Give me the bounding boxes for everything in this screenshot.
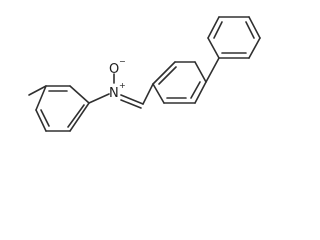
tolyl-ring	[35, 85, 90, 132]
structure-svg: O − N +	[28, 16, 261, 132]
molecule-diagram: O − N +	[28, 16, 261, 132]
nitrogen-charge: +	[119, 81, 126, 90]
methine-ring-bond	[142, 83, 154, 105]
imine-double-bond	[120, 94, 144, 109]
biaryl-bond	[205, 57, 220, 83]
methyl-bond	[28, 85, 47, 96]
nitrogen-atom-label: N	[109, 86, 119, 101]
phenylene-ring	[152, 61, 207, 104]
oxygen-charge: −	[119, 57, 126, 66]
aryl-nitrogen-bond	[88, 93, 110, 104]
oxygen-atom-label: O	[109, 62, 119, 77]
phenyl-ring	[207, 16, 261, 59]
